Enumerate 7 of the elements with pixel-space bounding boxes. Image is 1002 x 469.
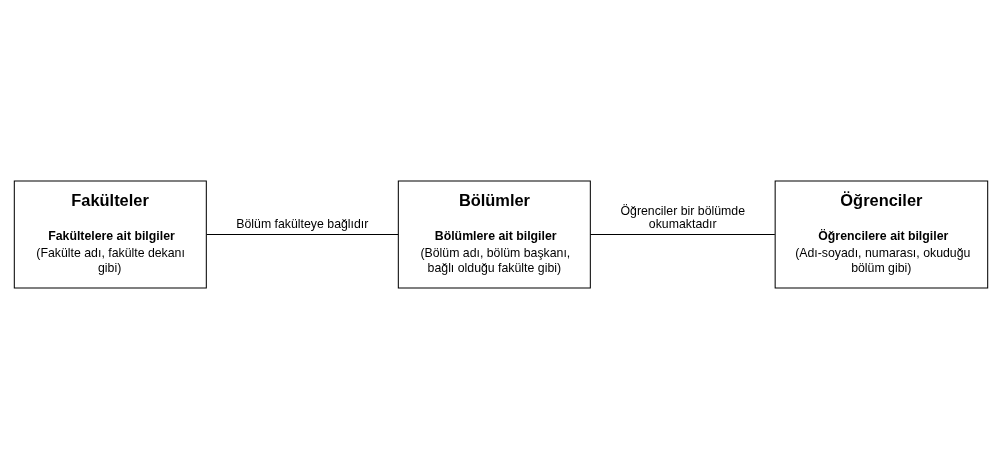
edge-label: Bölüm fakülteye bağlıdır — [236, 216, 369, 231]
edge-label: Öğrenciler bir bölümde okumaktadır — [620, 203, 746, 231]
connector — [206, 234, 399, 235]
node-box: Öğrenciler Öğrencilere ait bilgiler (Adı-soyadı, numarası, okuduğu bölüm gibi) — [774, 180, 989, 289]
connector — [590, 234, 776, 235]
node-box: Fakülteler Fakültelere ait bilgiler (Fakülte adı, fakülte dekanı gibi) — [13, 180, 207, 289]
node-box: Bölümler Bölümlere ait bilgiler (Bölüm adı, bölüm başkanı, bağlı olduğu fakülte gibi) — [397, 180, 591, 289]
